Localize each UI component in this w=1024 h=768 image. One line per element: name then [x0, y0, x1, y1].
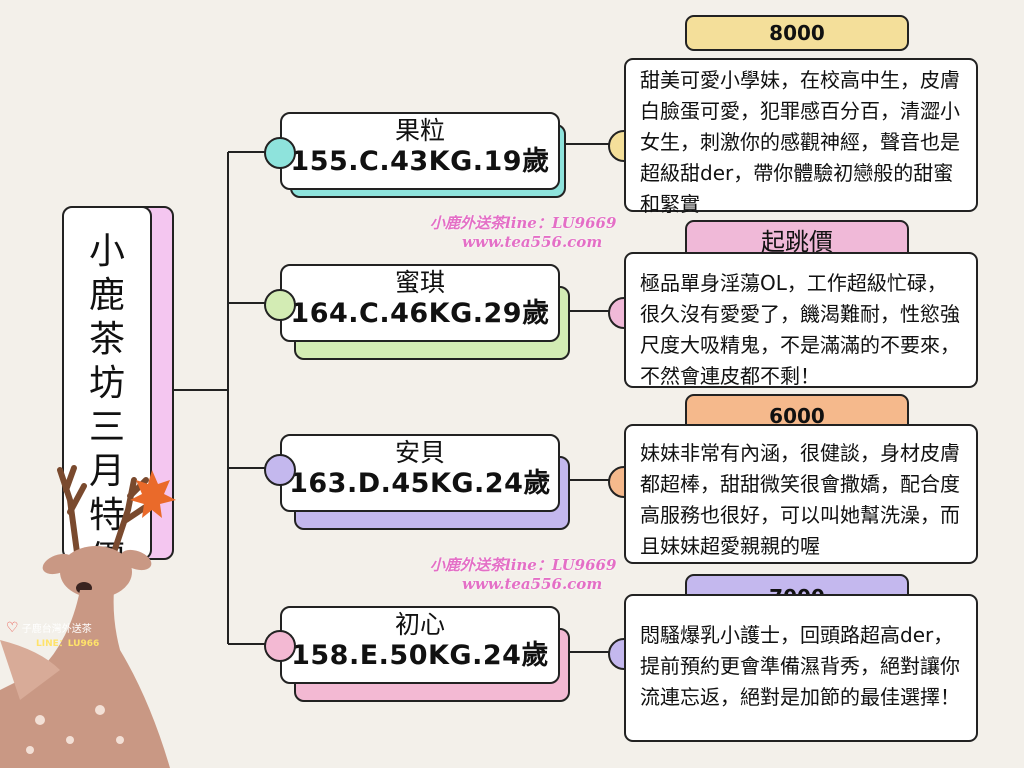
node-dot-4 [264, 630, 296, 662]
watermark-line: 小鹿外送茶line：LU9669 [430, 556, 617, 574]
description-card-4: 悶騷爆乳小護士，回頭路超高der，提前預約更會準備濕背秀，絕對讓你流連忘返，絕對… [624, 594, 978, 742]
description-card-3: 妹妹非常有內涵，很健談，身材皮膚都超棒，甜甜微笑很會撒嬌，配合度高服務也很好，可… [624, 424, 978, 564]
node-stats: 155.C.43KG.19歲 [290, 146, 550, 177]
price-tag-1: 8000 [685, 15, 909, 51]
brand-badge: ♡ 子鹿台灣外送茶 LINE：LU966 [6, 620, 99, 649]
node-stats: 158.E.50KG.24歲 [291, 640, 549, 671]
node-name: 安貝 [394, 438, 445, 467]
node-1: 果粒 155.C.43KG.19歲 [280, 112, 560, 190]
watermark-1: 小鹿外送茶line：LU9669 www.tea556.com [430, 212, 616, 251]
watermark-site: www.tea556.com [462, 575, 603, 593]
description-card-1: 甜美可愛小學妹，在校高中生，皮膚白臉蛋可愛，犯罪感百分百，清澀小女生，刺激你的感… [624, 58, 978, 216]
root-node: 小鹿茶坊三月特價 [62, 206, 152, 580]
node-2: 蜜琪 164.C.46KG.29歲 [280, 264, 560, 342]
node-3: 安貝 163.D.45KG.24歲 [280, 434, 560, 512]
description-card-2: 極品單身淫蕩OL，工作超級忙碌，很久沒有愛愛了，饑渴難耐，性慾強尺度大吸精鬼，不… [624, 252, 978, 388]
node-stats: 163.D.45KG.24歲 [289, 468, 551, 499]
node-dot-2 [264, 289, 296, 321]
badge-line-1: 子鹿台灣外送茶 [21, 624, 92, 635]
node-dot-3 [264, 454, 296, 486]
watermark-2: 小鹿外送茶line：LU9669 www.tea556.com [430, 554, 616, 593]
node-name: 果粒 [394, 116, 445, 145]
heart-icon: ♡ [6, 620, 19, 636]
root-title: 小鹿茶坊三月特價 [88, 231, 125, 580]
node-dot-1 [264, 137, 296, 169]
node-4: 初心 158.E.50KG.24歲 [280, 606, 560, 684]
deer-illustration-icon [0, 465, 176, 768]
watermark-line: 小鹿外送茶line：LU9669 [430, 214, 617, 232]
watermark-site: www.tea556.com [462, 233, 603, 251]
node-name: 初心 [394, 610, 445, 639]
node-name: 蜜琪 [394, 268, 445, 297]
badge-line-2: LINE：LU966 [36, 639, 100, 649]
node-stats: 164.C.46KG.29歲 [290, 298, 550, 329]
